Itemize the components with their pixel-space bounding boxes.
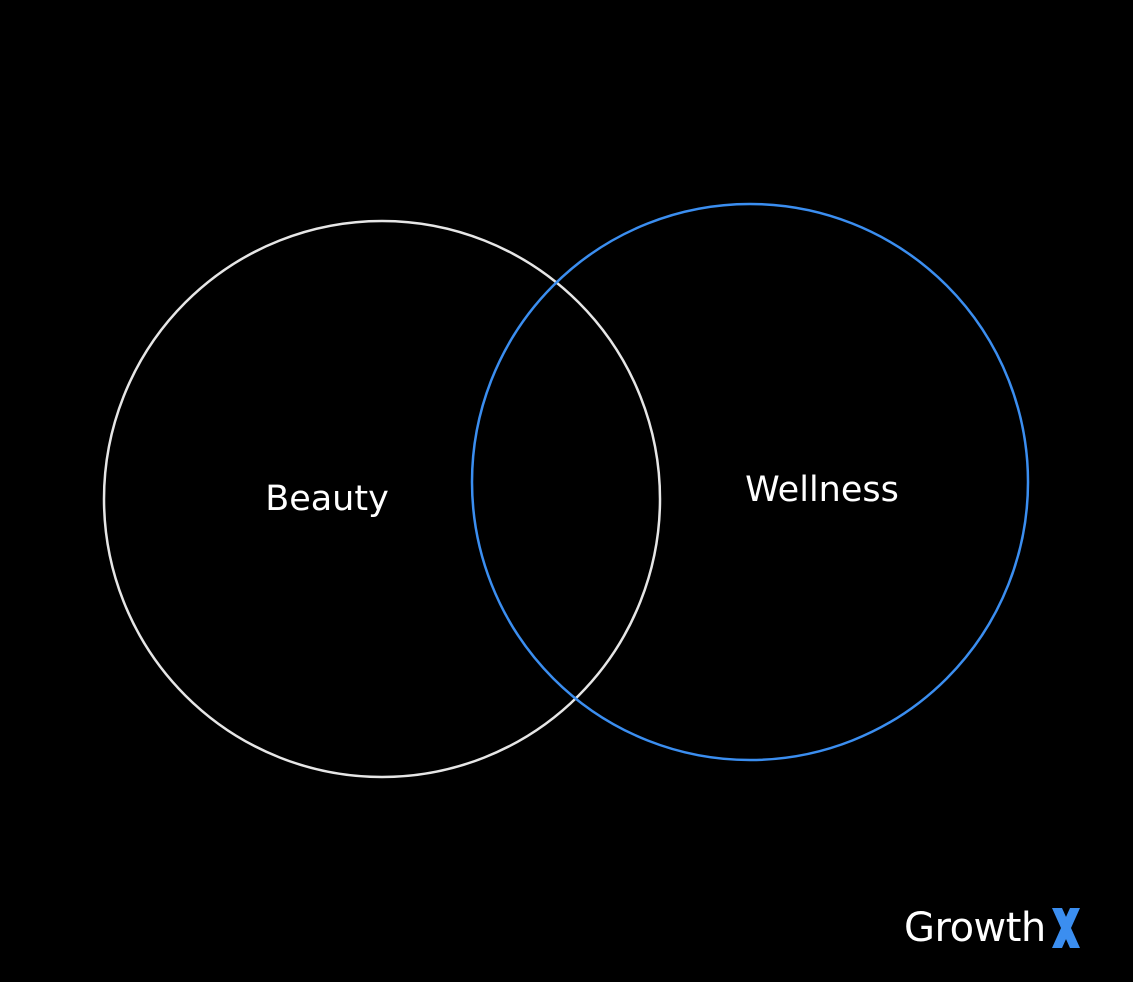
beauty-circle xyxy=(102,219,662,779)
wellness-circle xyxy=(470,202,1030,762)
wellness-label: Wellness xyxy=(745,470,899,510)
beauty-label: Beauty xyxy=(265,479,389,519)
growthx-logo: Growth xyxy=(904,900,1084,956)
logo-wordmark: Growth xyxy=(904,905,1046,951)
logo-x-mark-icon xyxy=(1051,908,1080,948)
